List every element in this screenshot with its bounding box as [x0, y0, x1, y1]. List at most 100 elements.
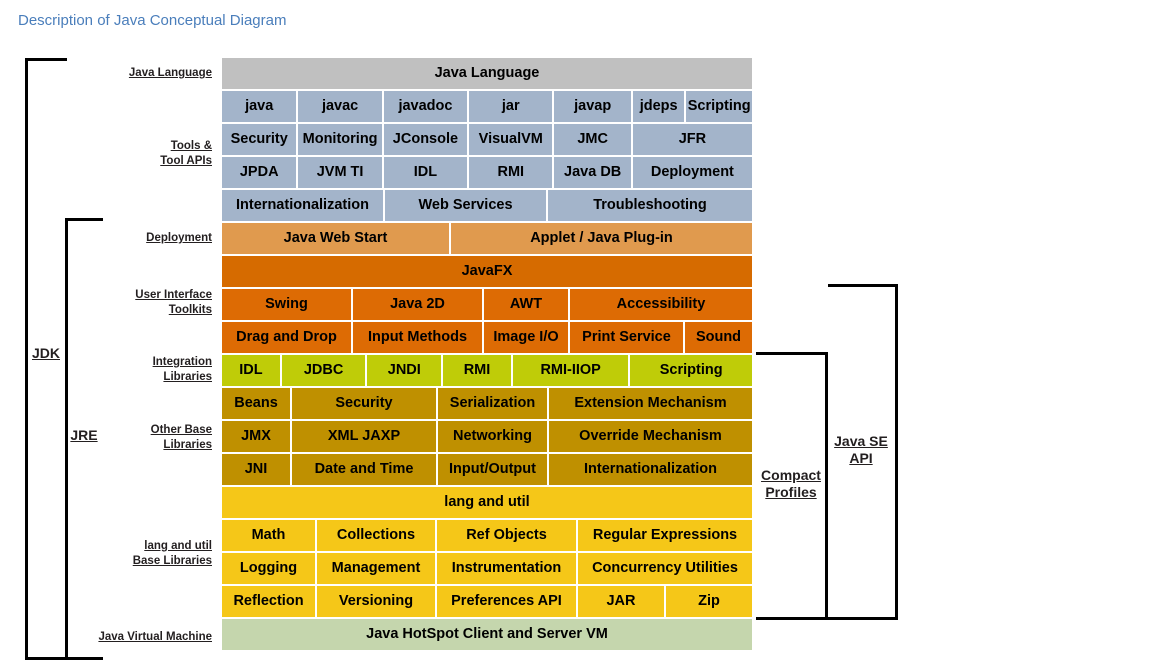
diagram-cell: JPDA [222, 157, 297, 188]
diagram-cell: Collections [317, 520, 435, 551]
compact-profiles-bracket-label: Compact Profiles [748, 467, 834, 501]
stack-label-integration-libraries: Integration Libraries [62, 355, 212, 385]
diagram-cell: Regular Expressions [578, 520, 752, 551]
diagram-cell: jar [469, 91, 553, 122]
diagram-cell: XML JAXP [292, 421, 436, 452]
diagram-cell: Preferences API [437, 586, 576, 617]
stack-label-other-base-line-1: Other Base [150, 424, 212, 436]
diagram-cell: JConsole [383, 124, 468, 155]
diagram-cell: JFR [632, 124, 752, 155]
diagram-cell: Networking [438, 421, 547, 452]
diagram-cell: JNI [222, 454, 290, 485]
diagram-cell: Extension Mechanism [549, 388, 752, 419]
diagram-cell: javap [554, 91, 631, 122]
diagram-cell: javadoc [383, 91, 468, 122]
stack-label-user-interface-toolkits: User Interface Toolkits [62, 288, 212, 318]
diagram-cell: JNDI [367, 355, 442, 386]
diagram-cell: Scripting [630, 355, 752, 386]
diagram-cell: Applet / Java Plug-in [451, 223, 752, 254]
stack-label-ui-line-1: User Interface [135, 289, 212, 301]
diagram-cell: Instrumentation [437, 553, 576, 584]
diagram-cell: Java Language [222, 58, 752, 89]
diagram-cell: Serialization [438, 388, 547, 419]
diagram-cell: jdeps [632, 91, 685, 122]
diagram-cell: RMI [443, 355, 511, 386]
diagram-cell: Java HotSpot Client and Server VM [222, 619, 752, 650]
stack-label-ui-line-2: Toolkits [168, 304, 212, 316]
java-se-api-line-1: Java SE [834, 433, 888, 449]
stack-label-deployment-line-1: Deployment [146, 232, 212, 244]
diagram-cell: Input/Output [438, 454, 547, 485]
jdk-bracket-label: JDK [31, 345, 60, 361]
diagram-cell: Swing [222, 289, 351, 320]
diagram-row-lang-util: lang and util [222, 487, 752, 518]
diagram-cell: Internationalization [549, 454, 752, 485]
diagram-cell: Security [292, 388, 436, 419]
stack-label-deployment: Deployment [62, 231, 212, 246]
diagram-cell: Security [222, 124, 297, 155]
jre-bracket-label: JRE [70, 427, 98, 443]
diagram-cell: Java DB [554, 157, 631, 188]
diagram-row-java-language: Java Language [222, 58, 752, 89]
diagram-cell: Sound [685, 322, 752, 353]
java-se-api-bracket-label: Java SE API [822, 433, 900, 467]
compact-profiles-bracket [756, 352, 828, 620]
diagram-cell: VisualVM [469, 124, 553, 155]
stack-label-integration-line-2: Libraries [163, 371, 212, 383]
stack-label-tools-line-2: Tool APIs [160, 155, 212, 167]
diagram-cell: Input Methods [353, 322, 482, 353]
jdk-bracket [25, 58, 67, 660]
diagram-cell: Print Service [570, 322, 683, 353]
diagram-row-javafx: JavaFX [222, 256, 752, 287]
stack-label-lang-util-line-1: lang and util [144, 540, 212, 552]
diagram-cell: Math [222, 520, 315, 551]
diagram-row-jvm: Java HotSpot Client and Server VM [222, 619, 752, 650]
stack-label-java-language-line-1: Java Language [128, 67, 212, 79]
stack-label-integration-line-1: Integration [152, 356, 212, 368]
diagram-cell: JMC [554, 124, 631, 155]
diagram-cell: Date and Time [292, 454, 436, 485]
diagram-cell: Scripting [686, 91, 752, 122]
stack-label-tools-line-1: Tools & [170, 140, 212, 152]
diagram-cell: Drag and Drop [222, 322, 351, 353]
diagram-cell: JMX [222, 421, 290, 452]
diagram-cell: Override Mechanism [549, 421, 752, 452]
diagram-cell: RMI [469, 157, 553, 188]
diagram-cell: Web Services [385, 190, 546, 221]
diagram-cell: JavaFX [222, 256, 752, 287]
stack-label-lang-util-line-2: Base Libraries [132, 555, 212, 567]
diagram-cell: Troubleshooting [548, 190, 752, 221]
diagram-cell: AWT [484, 289, 568, 320]
diagram-cell: Reflection [222, 586, 315, 617]
diagram-cell: Zip [666, 586, 752, 617]
diagram-cell: JDBC [281, 355, 366, 386]
diagram-cell: Ref Objects [437, 520, 576, 551]
diagram-cell: Image I/O [484, 322, 568, 353]
diagram-cell: IDL [222, 355, 280, 386]
compact-profiles-line-2: Profiles [765, 484, 817, 500]
diagram-cell: RMI-IIOP [512, 355, 629, 386]
stack-label-tools-and-tool-apis: Tools & Tool APIs [62, 139, 212, 169]
diagram-cell: Accessibility [570, 289, 752, 320]
diagram-cell: Beans [222, 388, 290, 419]
diagram-cell: JAR [578, 586, 664, 617]
stack-label-lang-and-util-base-libraries: lang and util Base Libraries [62, 539, 212, 569]
stack-label-other-base-libraries: Other Base Libraries [62, 423, 212, 453]
diagram-cell: Management [317, 553, 435, 584]
diagram-cell: Deployment [632, 157, 752, 188]
